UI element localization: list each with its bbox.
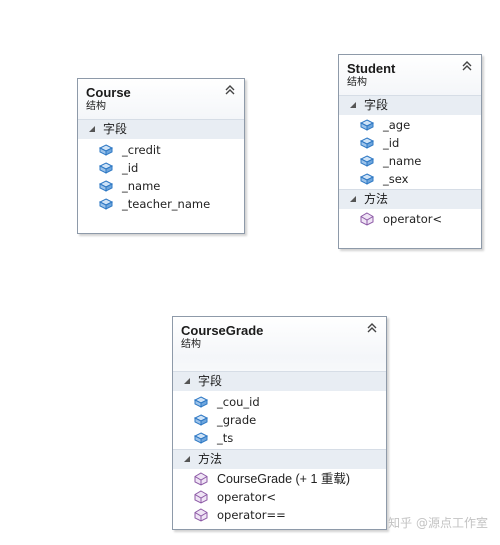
coursegrade-fields-label: 字段	[198, 374, 223, 388]
method-name: operator==	[217, 508, 286, 522]
triangle-expander-icon[interactable]	[349, 190, 359, 209]
field-name: _age	[383, 118, 411, 132]
double-chevron-up-icon[interactable]	[461, 60, 473, 72]
coursegrade-methods-label: 方法	[198, 452, 223, 466]
watermark-text: 知乎 @源点工作室	[388, 516, 488, 530]
field-icon	[98, 162, 114, 174]
field-item[interactable]: _age	[339, 116, 481, 134]
coursegrade-kind: 结构	[181, 339, 201, 350]
method-icon	[194, 508, 208, 522]
field-icon	[193, 414, 209, 426]
course-fields-label: 字段	[103, 122, 128, 136]
course-struct-box: Course 结构 字段 _credit _id _name _teacher_…	[77, 78, 245, 234]
student-kind: 结构	[347, 77, 367, 88]
method-item[interactable]: operator==	[173, 506, 386, 524]
double-chevron-up-icon[interactable]	[224, 84, 236, 96]
method-item[interactable]: operator<	[339, 210, 481, 228]
student-method-list: operator<	[339, 209, 481, 231]
student-header: Student 结构	[339, 55, 481, 95]
field-name: _id	[122, 161, 139, 175]
method-name: operator<	[217, 490, 277, 504]
student-field-list: _age _id _name _sex	[339, 115, 481, 189]
field-icon	[359, 137, 375, 149]
field-item[interactable]: _id	[78, 159, 244, 177]
field-name: _name	[122, 179, 161, 193]
field-item[interactable]: _name	[339, 152, 481, 170]
field-icon	[359, 173, 375, 185]
triangle-expander-icon[interactable]	[183, 450, 193, 469]
course-fields-section[interactable]: 字段	[78, 119, 244, 139]
field-icon	[98, 198, 114, 210]
field-icon	[193, 396, 209, 408]
field-name: _grade	[217, 413, 257, 427]
coursegrade-method-list: CourseGrade (+ 1 重载) operator< operator=…	[173, 469, 386, 527]
field-icon	[359, 119, 375, 131]
field-name: _teacher_name	[122, 197, 211, 211]
course-title: Course	[86, 85, 131, 100]
method-name: CourseGrade (+ 1 重载)	[217, 472, 351, 486]
student-methods-label: 方法	[364, 192, 389, 206]
field-name: _id	[383, 136, 400, 150]
method-name: operator<	[383, 212, 443, 226]
coursegrade-methods-section[interactable]: 方法	[173, 449, 386, 469]
student-fields-label: 字段	[364, 98, 389, 112]
coursegrade-fields-section[interactable]: 字段	[173, 371, 386, 391]
field-item[interactable]: _cou_id	[173, 393, 386, 411]
field-name: _sex	[383, 172, 409, 186]
coursegrade-struct-box: CourseGrade 结构 字段 _cou_id _grade _ts 方法 …	[172, 316, 387, 530]
method-icon	[360, 212, 374, 226]
student-methods-section[interactable]: 方法	[339, 189, 481, 209]
field-icon	[98, 144, 114, 156]
method-icon	[194, 472, 208, 486]
method-item[interactable]: operator<	[173, 488, 386, 506]
course-header: Course 结构	[78, 79, 244, 119]
coursegrade-field-list: _cou_id _grade _ts	[173, 391, 386, 449]
field-item[interactable]: _credit	[78, 141, 244, 159]
triangle-expander-icon[interactable]	[349, 96, 359, 115]
triangle-expander-icon[interactable]	[183, 372, 193, 391]
field-item[interactable]: _sex	[339, 170, 481, 188]
coursegrade-header-spacer	[173, 357, 386, 371]
field-item[interactable]: _grade	[173, 411, 386, 429]
student-struct-box: Student 结构 字段 _age _id _name _sex 方法 ope…	[338, 54, 482, 249]
method-icon	[194, 490, 208, 504]
field-item[interactable]: _teacher_name	[78, 195, 244, 213]
coursegrade-header: CourseGrade 结构	[173, 317, 386, 357]
field-icon	[98, 180, 114, 192]
field-name: _name	[383, 154, 422, 168]
field-name: _cou_id	[217, 395, 260, 409]
field-item[interactable]: _id	[339, 134, 481, 152]
course-field-list: _credit _id _name _teacher_name	[78, 139, 244, 217]
field-item[interactable]: _ts	[173, 429, 386, 447]
field-icon	[193, 432, 209, 444]
field-name: _credit	[122, 143, 161, 157]
triangle-expander-icon[interactable]	[88, 120, 98, 139]
method-item[interactable]: CourseGrade (+ 1 重载)	[173, 470, 386, 488]
student-fields-section[interactable]: 字段	[339, 95, 481, 115]
field-icon	[359, 155, 375, 167]
double-chevron-up-icon[interactable]	[366, 322, 378, 334]
coursegrade-title: CourseGrade	[181, 323, 264, 338]
field-name: _ts	[217, 431, 234, 445]
course-kind: 结构	[86, 101, 106, 112]
student-title: Student	[347, 61, 396, 76]
field-item[interactable]: _name	[78, 177, 244, 195]
